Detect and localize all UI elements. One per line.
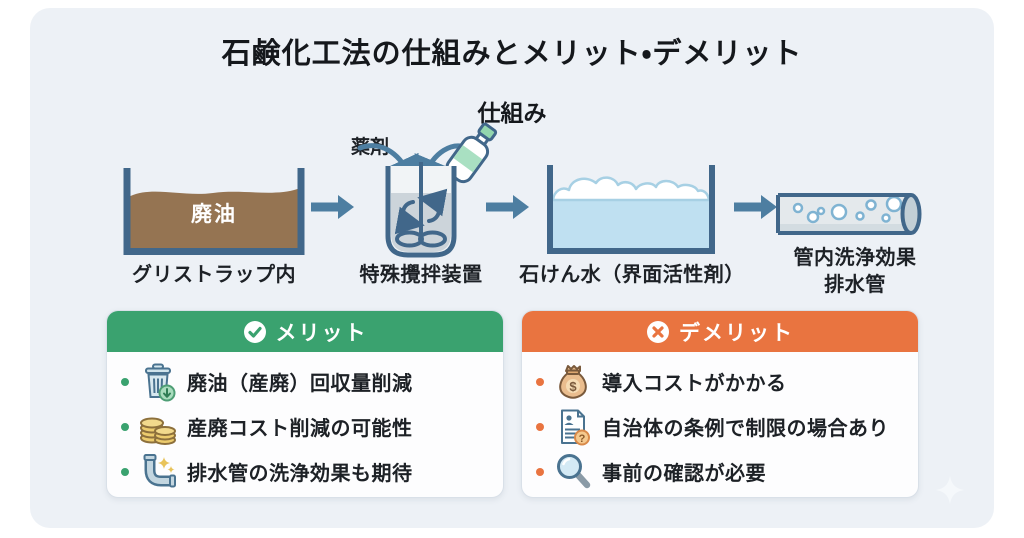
demerit-item: $ 導入コストがかかる <box>536 359 918 404</box>
demerit-item: 事前の確認が必要 <box>536 449 918 494</box>
flow-arrow-icon <box>734 195 777 219</box>
document-question-icon: ? <box>553 407 593 447</box>
grease-trap-tank-icon <box>123 168 305 255</box>
drain-pipe-icon <box>776 193 922 235</box>
coins-icon <box>138 407 178 447</box>
x-circle-icon <box>647 320 669 343</box>
demerit-item: ? 自治体の条例で制限の場合あり <box>536 404 918 449</box>
merit-item-label: 排水管の洗浄効果も期待 <box>187 463 413 485</box>
demerit-item-label: 事前の確認が必要 <box>602 463 766 485</box>
flow-arrow-icon <box>486 195 529 219</box>
pipe-sparkle-icon <box>138 452 178 492</box>
dollar-glyph: $ <box>569 379 577 394</box>
pipe-effect-label: 管内洗浄効果 <box>793 247 917 269</box>
merit-item-label: 廃油（産廃）回収量削減 <box>187 373 413 395</box>
sparkle-watermark-icon <box>936 476 964 504</box>
demerit-title: デメリット <box>679 321 794 345</box>
flow-section-heading: 仕組み <box>477 100 547 126</box>
flow-arrow-icon <box>311 195 354 219</box>
bullet-dot <box>121 422 129 431</box>
chemical-bottle-icon <box>445 122 498 184</box>
stirring-vessel-icon <box>385 162 457 258</box>
merit-item: 廃油（産廃）回収量削減 <box>121 359 503 404</box>
demerit-item-label: 導入コストがかかる <box>602 373 787 395</box>
bullet-dot <box>121 377 129 386</box>
demerit-header: デメリット <box>522 311 918 352</box>
magnifier-icon <box>553 452 593 492</box>
stage-label-grease-trap: グリストラップ内 <box>132 264 296 286</box>
trash-can-down-icon <box>138 362 178 402</box>
bullet-dot <box>536 377 544 386</box>
demerit-card: デメリット $ 導入コストがかかる <box>521 310 919 498</box>
stage-label-stirrer: 特殊攪拌装置 <box>359 264 483 286</box>
bullet-dot <box>536 422 544 431</box>
merit-header: メリット <box>107 311 503 352</box>
soap-water-tank-icon <box>547 165 715 254</box>
merit-item-label: 産廃コスト削減の可能性 <box>187 418 413 440</box>
bullet-dot <box>121 467 129 476</box>
question-glyph: ? <box>579 433 586 445</box>
bullet-dot <box>536 467 544 476</box>
demerit-item-label: 自治体の条例で制限の場合あり <box>602 418 889 440</box>
page-title: 石鹸化工法の仕組みとメリット・デメリット <box>221 38 803 70</box>
merit-item: 産廃コスト削減の可能性 <box>121 404 503 449</box>
merit-title: メリット <box>275 321 368 345</box>
stage-label-soap-water: 石けん水（界面活性剤） <box>519 264 745 286</box>
pipe-label: 排水管 <box>824 274 886 296</box>
money-bag-icon: $ <box>553 362 593 402</box>
check-circle-icon <box>243 320 266 343</box>
waste-oil-label: 廃油 <box>191 203 237 226</box>
merit-card: メリット 廃油（産廃）回収量削減 <box>106 310 504 498</box>
merit-item: 排水管の洗浄効果も期待 <box>121 449 503 494</box>
